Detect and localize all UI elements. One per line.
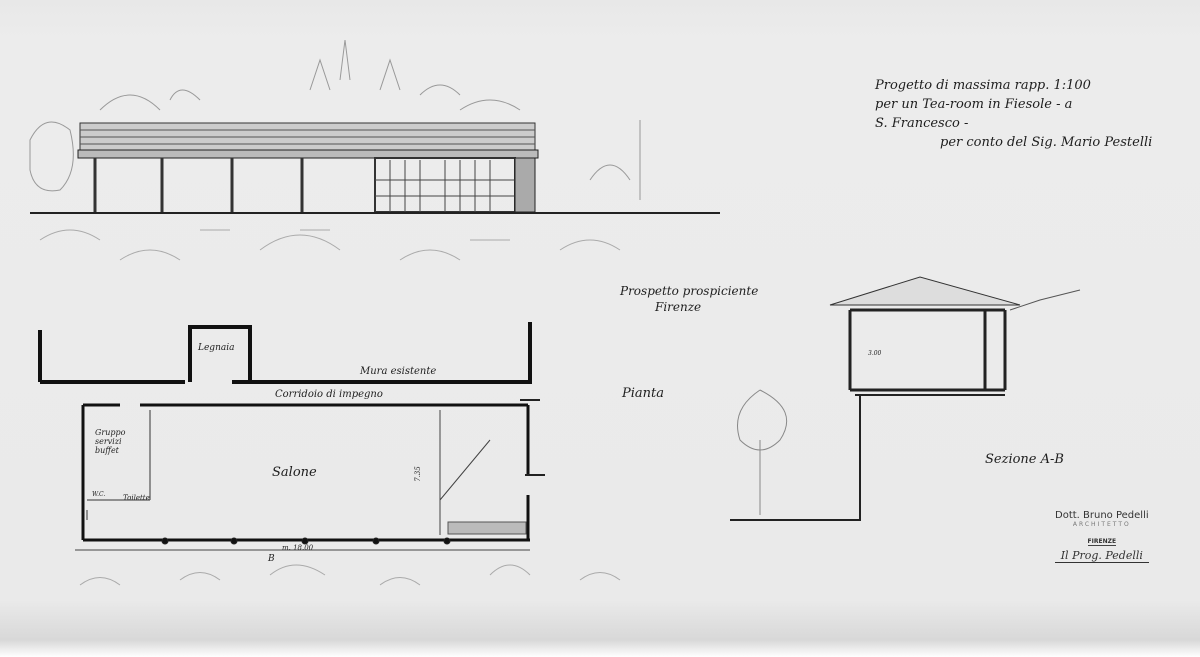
title-line-3: S. Francesco - <box>875 116 969 131</box>
title-line-1: Progetto di massima rapp. 1:100 <box>875 78 1091 93</box>
section-drawing <box>730 276 1081 521</box>
length-dimension: m. 18.00 <box>282 544 314 552</box>
buffet-label: Gruppo servizi buffet <box>95 428 126 455</box>
elevation-drawing <box>29 39 720 261</box>
depth-dimension: 7.35 <box>413 466 422 482</box>
architect-role: ARCHITETTO <box>1072 521 1131 528</box>
plan-label: Pianta <box>622 386 665 401</box>
section-label: Sezione A-B <box>985 452 1064 467</box>
toilet-label: Toilette <box>123 494 150 502</box>
signature: Il Prog. Pedelli <box>1055 549 1149 563</box>
woodshed-label: Legnaia <box>198 343 235 353</box>
section-mark: B <box>268 554 275 564</box>
wc-label: W.C. <box>92 491 106 498</box>
section-height: 3.00 <box>868 350 882 357</box>
hall-label: Salone <box>272 465 317 480</box>
corridor-label: Corridoio di impegno <box>275 389 383 400</box>
elevation-label-2: Firenze <box>655 300 702 314</box>
existing-wall-label: Mura esistente <box>360 366 437 377</box>
signature-block: Dott. Bruno Pedelli ARCHITETTO FIRENZE I… <box>1055 510 1149 563</box>
title-line-4: per conto del Sig. Mario Pestelli <box>940 135 1153 150</box>
title-block: Progetto di massima rapp. 1:100 per un T… <box>875 76 1152 152</box>
floor-plan <box>38 322 621 586</box>
elevation-label: Prospetto prospiciente <box>620 284 759 298</box>
architect-name: Dott. Bruno Pedelli <box>1055 510 1149 521</box>
architect-city: FIRENZE <box>1087 538 1117 546</box>
title-line-2: per un Tea-room in Fiesole - a <box>875 97 1073 112</box>
